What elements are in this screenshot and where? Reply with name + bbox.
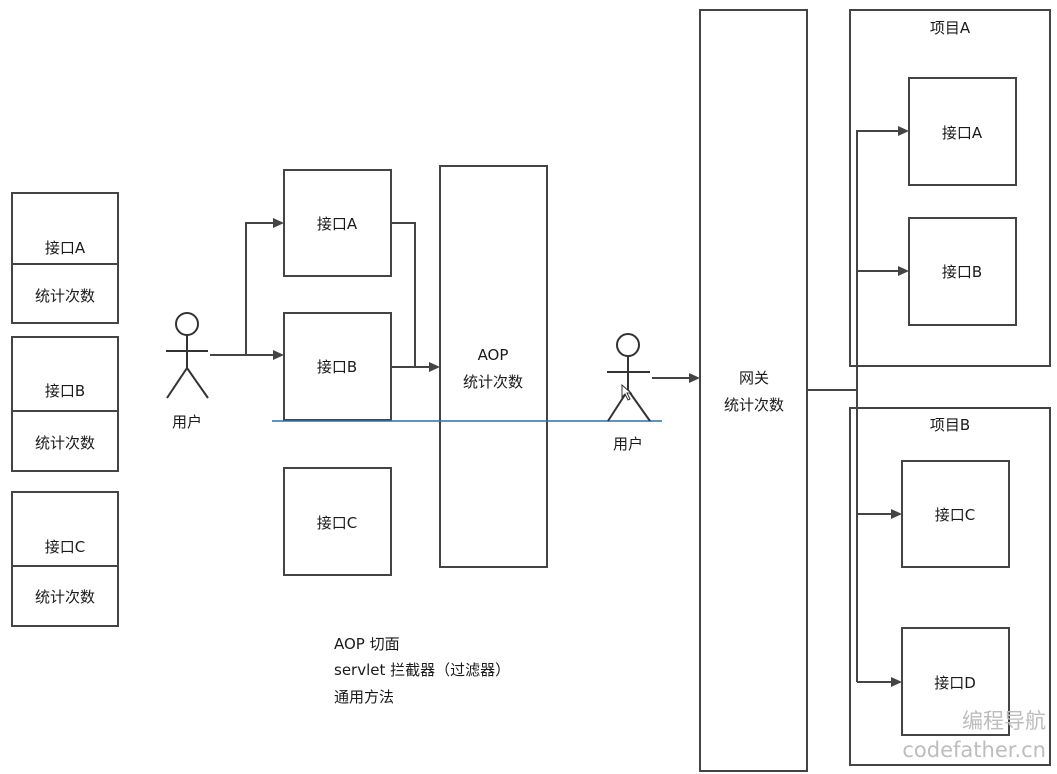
arrow-to-aop	[429, 362, 440, 372]
gateway-project-connectors	[807, 126, 909, 687]
middle-apis: 接口A 接口B 接口C	[283, 169, 392, 576]
arrow-to-project-a-api-a	[898, 126, 909, 136]
middle-api-a-box	[283, 169, 392, 277]
gateway-title: 网关	[739, 369, 769, 387]
watermark-line2: codefather.cn	[902, 738, 1046, 762]
connector-api-a-to-aop	[391, 222, 430, 368]
middle-user-label: 用户	[172, 413, 202, 431]
middle-api-c-box	[283, 467, 392, 576]
note-servlet: servlet 拦截器（过滤器）	[334, 661, 510, 679]
left-box-b-api: 接口B	[45, 382, 85, 400]
user-left-leg	[166, 367, 188, 399]
middle-api-a-label: 接口A	[317, 215, 358, 233]
gateway-user-label: 用户	[613, 435, 643, 453]
left-stack: 接口A 统计次数 接口B 统计次数 接口C 统计次数	[11, 192, 119, 627]
left-box-a-stat: 统计次数	[35, 287, 95, 305]
project-a-api-a-label: 接口A	[942, 124, 983, 142]
user-head-icon	[175, 312, 199, 336]
user-right-leg	[186, 367, 209, 399]
left-box-c-stat: 统计次数	[35, 588, 95, 606]
arrow-to-api-b	[273, 350, 284, 360]
project-a-api-b-label: 接口B	[942, 263, 982, 281]
aop-stat: 统计次数	[463, 373, 523, 391]
note-common-method: 通用方法	[334, 688, 394, 706]
left-box-c: 接口C 统计次数	[11, 491, 119, 627]
middle-api-b-box	[283, 312, 392, 421]
middle-api-b-label: 接口B	[317, 358, 357, 376]
project-a-title: 项目A	[930, 19, 971, 37]
gateway-user-right-leg	[627, 389, 651, 422]
left-box-b-frame	[11, 336, 119, 472]
project-a: 项目A 接口A 接口B	[849, 9, 1051, 367]
left-box-a-frame	[11, 192, 119, 324]
project-a-api-b-box	[908, 217, 1017, 326]
gateway-user-head-icon	[616, 333, 640, 357]
aop-box	[439, 165, 548, 568]
left-box-c-frame	[11, 491, 119, 627]
arrow-to-api-a	[273, 218, 284, 228]
middle-api-connectors	[391, 222, 440, 372]
aop-block: AOP 统计次数	[439, 165, 548, 568]
gateway-stat: 统计次数	[724, 396, 784, 414]
gateway-user-left-leg	[607, 389, 629, 422]
arrow-to-gateway	[689, 373, 700, 383]
project-b: 项目B 接口C 接口D	[849, 407, 1051, 766]
left-box-b-stat: 统计次数	[35, 434, 95, 452]
middle-api-c-label: 接口C	[317, 514, 357, 532]
project-b-api-d-box	[901, 627, 1010, 736]
mouse-cursor-icon	[621, 383, 633, 401]
aop-title: AOP	[478, 346, 509, 364]
arrow-to-project-b-api-d	[891, 677, 902, 687]
project-b-api-c-box	[901, 460, 1010, 568]
middle-user: 用户	[166, 312, 209, 431]
left-box-b: 接口B 统计次数	[11, 336, 119, 472]
left-box-c-api: 接口C	[45, 538, 85, 556]
arrow-to-project-a-api-b	[898, 266, 909, 276]
left-box-a-api: 接口A	[45, 239, 86, 257]
gateway-block: 网关 统计次数	[699, 9, 808, 772]
connector-to-project-a-api-a	[807, 130, 899, 391]
notes: AOP 切面 servlet 拦截器（过滤器） 通用方法	[334, 635, 510, 706]
middle-user-connectors	[210, 218, 284, 360]
left-box-a: 接口A 统计次数	[11, 192, 119, 324]
gateway-box	[699, 9, 808, 772]
gateway-user-connector	[652, 373, 700, 383]
project-b-title: 项目B	[930, 416, 970, 434]
project-a-api-a-box	[908, 77, 1017, 186]
project-b-api-d-label: 接口D	[934, 674, 976, 692]
project-b-api-c-label: 接口C	[935, 506, 975, 524]
connector-user-to-api-a	[210, 222, 274, 356]
arrow-to-project-b-api-c	[891, 509, 902, 519]
note-aop: AOP 切面	[334, 635, 400, 653]
watermark-line1: 编程导航	[962, 709, 1046, 733]
watermark: 编程导航 codefather.cn	[902, 709, 1046, 762]
gateway-user: 用户	[607, 333, 651, 453]
